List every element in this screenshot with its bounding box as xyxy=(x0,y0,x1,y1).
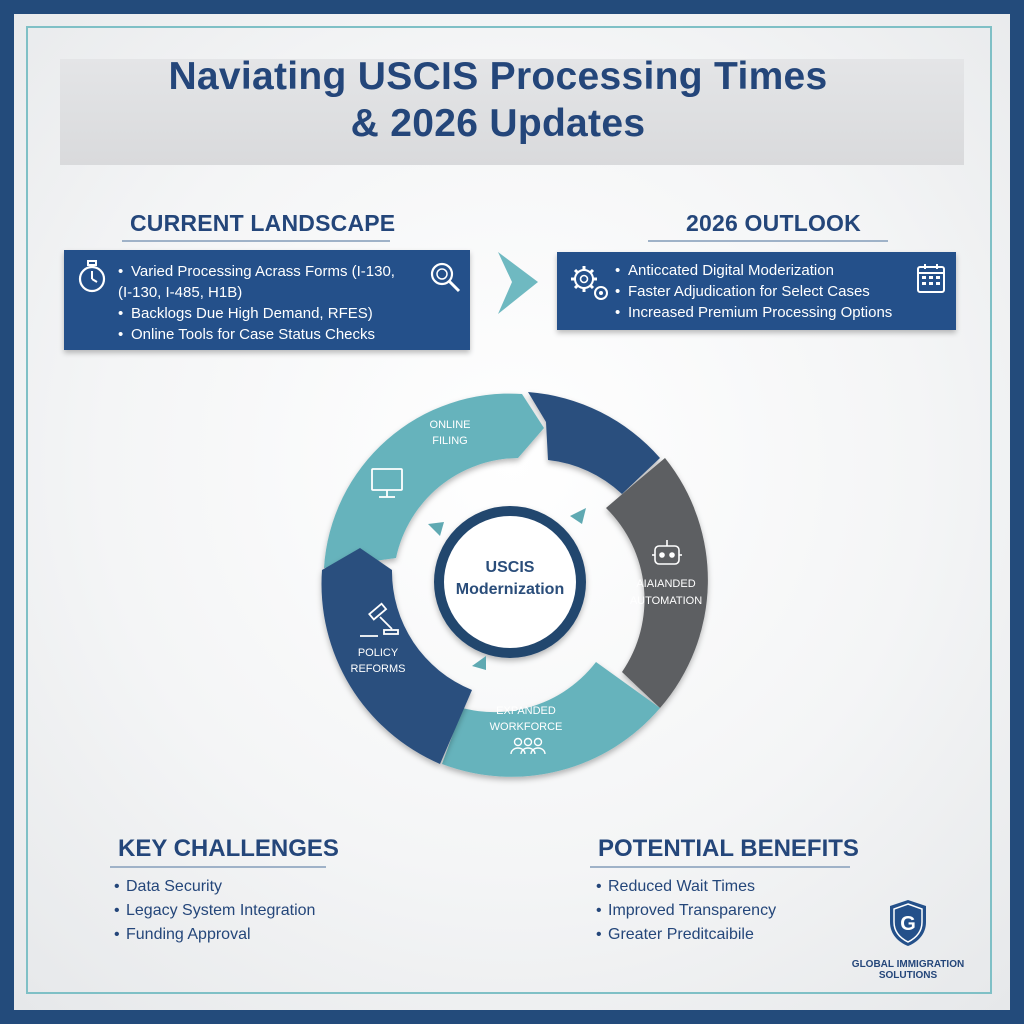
chevron-right-icon xyxy=(498,252,538,314)
potential-benefits-heading: POTENTIAL BENEFITS xyxy=(598,835,859,862)
people-icon xyxy=(510,737,546,755)
outlook-list: Anticcated Digital Moderization Faster A… xyxy=(615,260,915,323)
stopwatch-icon xyxy=(78,260,106,293)
inner-border xyxy=(26,26,992,994)
online-filing-label-1: ONLINE xyxy=(430,419,471,431)
shield-icon: G xyxy=(890,900,926,946)
online-filing-label-2: FILING xyxy=(432,435,467,447)
company-logo: G GLOBAL IMMIGRATION SOLUTIONS xyxy=(848,898,968,981)
logo-text: GLOBAL IMMIGRATION SOLUTIONS xyxy=(848,959,968,981)
potential-benefits-rule xyxy=(590,866,850,868)
magnifier-icon xyxy=(430,262,461,293)
modernization-cycle: USCIS Modernization ONLINE FILING AIAIAN… xyxy=(321,392,708,777)
title-band xyxy=(60,59,964,165)
list-item: Faster Adjudication for Select Cases xyxy=(615,281,915,302)
list-item: Legacy System Integration xyxy=(114,899,315,923)
outlook-heading: 2026 OUTLOOK xyxy=(686,210,861,236)
current-landscape-rule xyxy=(122,240,390,242)
current-landscape-box: Varied Processing Acrass Forms (I-130, (… xyxy=(64,250,470,350)
monitor-icon xyxy=(371,468,403,498)
robot-icon xyxy=(652,540,682,565)
cycle-segment-automation xyxy=(606,458,708,708)
key-challenges-list: Data Security Legacy System Integration … xyxy=(114,875,315,947)
gavel-icon xyxy=(360,602,399,637)
logo-line-1: GLOBAL IMMIGRATION xyxy=(851,959,965,970)
list-item: Improved Transparency xyxy=(596,899,776,923)
current-landscape-list: Varied Processing Acrass Forms (I-130, (… xyxy=(118,261,408,345)
infographic-frame xyxy=(14,14,1010,1010)
workforce-label-2: WORKFORCE xyxy=(490,721,563,733)
calendar-icon xyxy=(917,264,945,293)
inner-arrow-1 xyxy=(428,522,444,536)
list-item: Anticcated Digital Moderization xyxy=(615,260,915,281)
logo-letter: G xyxy=(900,913,916,935)
potential-benefits-list: Reduced Wait Times Improved Transparency… xyxy=(596,875,776,947)
title-line-2: & 2026 Updates xyxy=(350,102,646,145)
policy-label-2: REFORMS xyxy=(351,663,406,675)
list-item: Varied Processing Acrass Forms (I-130, xyxy=(118,261,408,282)
cycle-segment-online-filing xyxy=(324,393,544,568)
workforce-label-1: EXPANDED xyxy=(496,705,556,717)
list-item: Data Security xyxy=(114,875,315,899)
list-item: Reduced Wait Times xyxy=(596,875,776,899)
list-item: (I-130, I-485, H1B) xyxy=(118,284,243,301)
key-challenges-heading: KEY CHALLENGES xyxy=(118,835,339,862)
logo-line-2: SOLUTIONS xyxy=(878,970,938,981)
outlook-box: Anticcated Digital Moderization Faster A… xyxy=(557,252,956,330)
key-challenges-rule xyxy=(110,866,326,868)
gears-icon xyxy=(571,266,608,300)
page-title: Naviating USCIS Processing Times & 2026 … xyxy=(46,53,950,147)
list-item: Greater Preditcaibile xyxy=(596,923,776,947)
list-item: Funding Approval xyxy=(114,923,315,947)
center-circle xyxy=(434,506,586,658)
list-item: Online Tools for Case Status Checks xyxy=(118,324,408,345)
cycle-segment-workforce xyxy=(436,662,660,777)
policy-label-1: POLICY xyxy=(358,647,399,659)
list-item: Increased Premium Processing Options xyxy=(615,302,915,323)
inner-arrow-3 xyxy=(472,656,486,670)
center-label-line2: Modernization xyxy=(456,581,564,598)
outlook-rule xyxy=(648,240,888,242)
cycle-segment-top xyxy=(528,392,660,494)
current-landscape-heading: CURRENT LANDSCAPE xyxy=(130,210,396,236)
list-item: Backlogs Due High Demand, RFES) xyxy=(118,303,408,324)
inner-arrow-2 xyxy=(570,508,586,524)
center-label-line1: USCIS xyxy=(486,559,535,576)
cycle-segment-policy xyxy=(321,548,472,764)
automation-label-1: AIAIANDED xyxy=(636,578,695,590)
title-line-1: Naviating USCIS Processing Times xyxy=(168,55,828,98)
automation-label-2: AUTOMATION xyxy=(630,595,702,607)
